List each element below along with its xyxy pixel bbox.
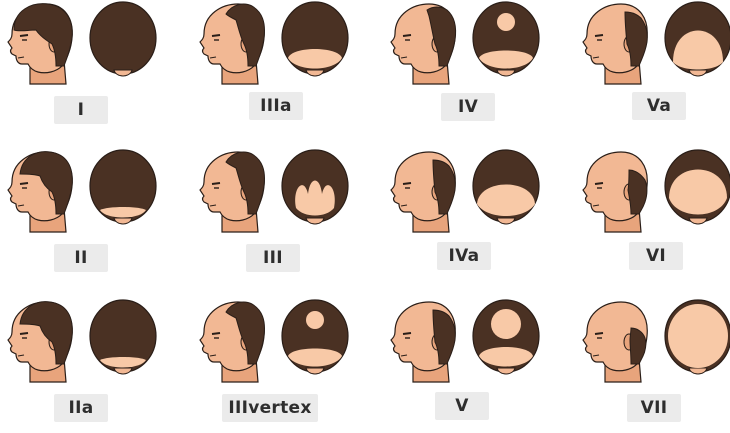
stage-label: I bbox=[54, 96, 108, 124]
top-head-icon bbox=[472, 149, 540, 225]
side-head-icon bbox=[199, 3, 265, 85]
top-head-icon bbox=[472, 1, 540, 77]
stage-cell-i: I bbox=[0, 0, 170, 135]
stage-cell-vi: VI bbox=[575, 148, 730, 283]
side-head-icon bbox=[390, 151, 456, 233]
side-head-icon bbox=[582, 151, 648, 233]
side-head-icon bbox=[582, 301, 648, 383]
top-head-icon bbox=[89, 149, 157, 225]
stage-label: IIIvertex bbox=[222, 394, 318, 422]
stage-label: Va bbox=[632, 92, 686, 120]
stage-label: II bbox=[54, 244, 108, 272]
side-head-icon bbox=[7, 151, 73, 233]
top-head-icon bbox=[664, 299, 730, 375]
side-head-icon bbox=[7, 3, 73, 85]
top-head-icon bbox=[281, 149, 349, 225]
top-head-icon bbox=[89, 1, 157, 77]
side-head-icon bbox=[582, 3, 648, 85]
stage-label: VII bbox=[627, 394, 681, 422]
stage-label: IVa bbox=[437, 242, 491, 270]
stage-label: IV bbox=[441, 93, 495, 121]
side-head-icon bbox=[390, 3, 457, 85]
stage-cell-iia: IIa bbox=[0, 298, 170, 433]
stage-label: IIa bbox=[54, 394, 108, 422]
stage-label: V bbox=[435, 392, 489, 420]
side-head-icon bbox=[7, 301, 73, 383]
top-head-icon bbox=[281, 1, 349, 77]
top-head-icon bbox=[281, 299, 349, 375]
stage-label: VI bbox=[629, 242, 683, 270]
side-head-icon bbox=[199, 151, 265, 233]
top-head-icon bbox=[472, 299, 540, 375]
top-head-icon bbox=[89, 299, 157, 375]
stage-label: IIIa bbox=[249, 92, 303, 120]
stage-cell-iva: IVa bbox=[383, 148, 553, 283]
side-head-icon bbox=[390, 301, 456, 383]
stage-cell-iiia: IIIa bbox=[192, 0, 362, 135]
hair-loss-scale-grid: I IIIa IV Va II III IVa VI bbox=[0, 0, 730, 422]
side-head-icon bbox=[199, 301, 265, 383]
stage-cell-v: V bbox=[383, 298, 553, 433]
top-head-icon bbox=[664, 149, 730, 225]
stage-cell-iii: III bbox=[192, 148, 362, 283]
top-head-icon bbox=[664, 1, 730, 77]
stage-cell-ii: II bbox=[0, 148, 170, 283]
stage-cell-iv: IV bbox=[383, 0, 553, 135]
stage-cell-va: Va bbox=[575, 0, 730, 135]
stage-cell-vii: VII bbox=[575, 298, 730, 433]
stage-label: III bbox=[246, 244, 300, 272]
stage-cell-iiivertex: IIIvertex bbox=[192, 298, 362, 433]
